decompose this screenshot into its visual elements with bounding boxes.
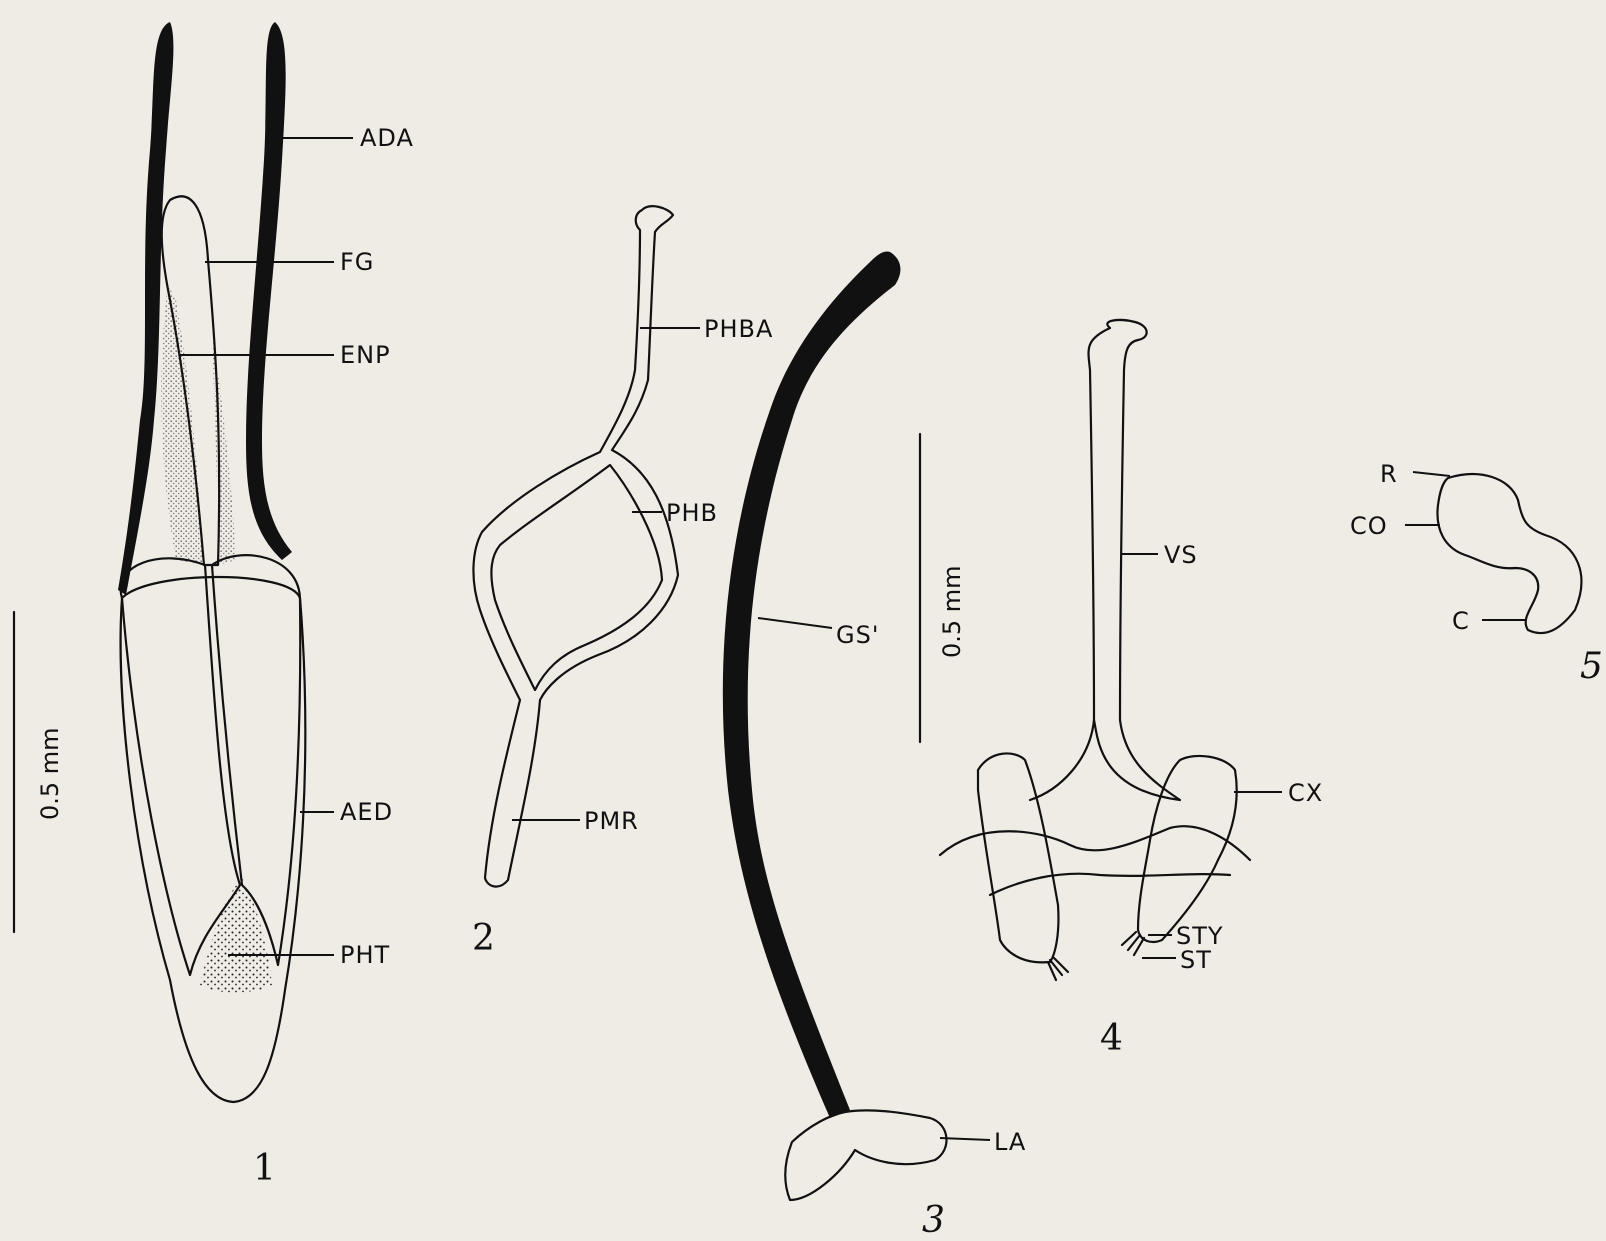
label-aed: AED	[340, 798, 393, 826]
apodeme-right	[246, 22, 292, 560]
figure-number-2: 2	[472, 918, 495, 959]
label-gs: GS'	[836, 621, 879, 649]
figure-number-3: 3	[922, 1200, 945, 1241]
figure-3-spiculum: GS' LA 3	[723, 251, 1027, 1241]
phallobase-window	[491, 465, 662, 690]
leader-r	[1413, 472, 1450, 476]
figure-number-4: 4	[1100, 1018, 1123, 1059]
spiculum-gastrale	[723, 251, 901, 1118]
phallobase-outline	[473, 206, 678, 886]
sternite-margin-lower	[990, 874, 1230, 895]
stylus-left	[1048, 958, 1068, 980]
coxite-right	[1138, 756, 1237, 942]
label-r: R	[1380, 460, 1398, 488]
figure-5-spermatheca: R CO C 5	[1350, 460, 1603, 687]
figure-4-sternite: 0.5 mm VS CX STY ST 4	[920, 320, 1323, 1059]
label-phb: PHB	[666, 499, 718, 527]
label-c: C	[1452, 607, 1470, 635]
label-pmr: PMR	[584, 807, 639, 835]
coxite-left	[978, 753, 1058, 962]
figure-2-phallobase: PHBA PHB PMR 2	[472, 206, 773, 959]
label-pht: PHT	[340, 941, 390, 969]
label-cx: CX	[1288, 779, 1323, 807]
figure-number-5: 5	[1580, 646, 1603, 687]
strut-left-arm	[1030, 720, 1094, 800]
scale-label-fig4: 0.5 mm	[938, 565, 966, 658]
stylus-right	[1122, 932, 1144, 955]
label-st: ST	[1180, 946, 1212, 974]
label-enp: ENP	[340, 341, 391, 369]
apodeme-left	[118, 22, 173, 595]
label-ada: ADA	[360, 124, 414, 152]
label-vs: VS	[1164, 541, 1198, 569]
label-fg: FG	[340, 248, 374, 276]
leader-gs	[758, 618, 832, 628]
label-phba: PHBA	[704, 315, 773, 343]
scale-label-fig1: 0.5 mm	[36, 727, 64, 820]
figure-1-aedeagus: 0.5 mm ADA FG ENP AED PHT 1	[14, 22, 414, 1189]
endophallus-stipple-left	[161, 285, 204, 565]
spiculum-lateral-arms	[785, 1110, 946, 1200]
figure-number-1: 1	[253, 1148, 276, 1189]
endophallus-stipple-right	[212, 330, 236, 565]
label-la: LA	[994, 1128, 1026, 1156]
label-co: CO	[1350, 512, 1388, 540]
